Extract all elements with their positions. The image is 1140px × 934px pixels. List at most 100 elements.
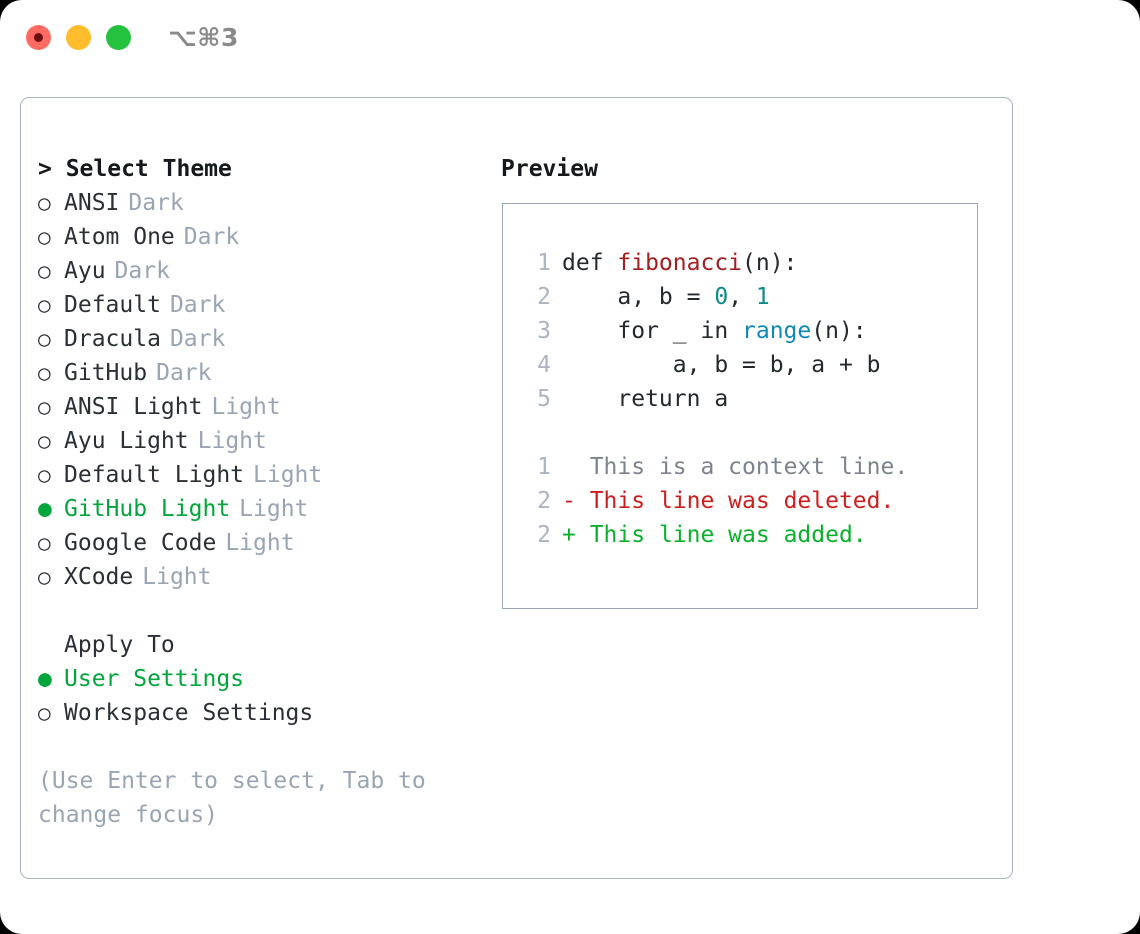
theme-option-tag: Dark xyxy=(156,360,212,386)
theme-option-tag: Light xyxy=(142,564,212,590)
code-token: for _ in xyxy=(562,318,743,344)
theme-option-tag: Dark xyxy=(169,292,226,318)
keyboard-hint-text: (Use Enter to select, Tab to change focu… xyxy=(38,768,440,828)
radio-unselected-icon: ○ xyxy=(38,293,51,317)
code-line-text: def fibonacci(n): xyxy=(551,246,797,280)
code-line: 5 return a xyxy=(521,382,969,416)
theme-option-default[interactable]: ○ Default Dark xyxy=(38,288,488,322)
code-line: 2 a, b = 0, 1 xyxy=(521,280,969,314)
keyboard-shortcut-label: ⌥⌘3 xyxy=(168,23,239,52)
preview-header: Preview xyxy=(501,156,598,182)
theme-option-ayu[interactable]: ○ Ayu Dark xyxy=(38,254,488,288)
theme-option-label: Atom One xyxy=(64,224,175,250)
maximize-button[interactable] xyxy=(106,25,131,50)
diff-body: This line was added. xyxy=(589,522,867,548)
code-token: (n): xyxy=(742,250,798,276)
code-line-text: a, b = 0, 1 xyxy=(551,280,770,314)
theme-option-tag: Light xyxy=(197,428,267,454)
code-line: 3 for _ in range(n): xyxy=(521,314,969,348)
theme-option-tag: Light xyxy=(253,462,323,488)
code-line-text: return a xyxy=(551,382,728,416)
radio-selected-icon: ● xyxy=(38,496,52,522)
apply-to-option-workspace-settings[interactable]: ○ Workspace Settings xyxy=(38,696,488,730)
code-token: , xyxy=(728,284,756,310)
theme-option-label: ANSI Light xyxy=(64,394,203,420)
radio-unselected-icon: ○ xyxy=(38,259,51,283)
theme-option-label: Google Code xyxy=(64,530,217,556)
window-controls xyxy=(26,25,131,50)
list-spacer xyxy=(38,594,488,628)
theme-option-label: Ayu Light xyxy=(64,428,189,454)
code-token: return a xyxy=(562,386,729,412)
apply-to-option-label: Workspace Settings xyxy=(64,700,314,726)
radio-unselected-icon: ○ xyxy=(38,327,51,351)
diff-line: 2- This line was deleted. xyxy=(521,484,969,518)
line-number: 2 xyxy=(537,284,551,310)
theme-option-label: XCode xyxy=(64,564,134,590)
diff-body: This line was deleted. xyxy=(589,488,895,514)
theme-option-dracula[interactable]: ○ Dracula Dark xyxy=(38,322,488,356)
theme-option-label: GitHub Light xyxy=(64,496,231,522)
theme-option-ayu-light[interactable]: ○ Ayu Light Light xyxy=(38,424,488,458)
code-token: a, b = xyxy=(562,284,715,310)
theme-option-label: Ayu xyxy=(64,258,106,284)
code-line: 4 a, b = b, a + b xyxy=(521,348,969,382)
minimize-button[interactable] xyxy=(66,25,91,50)
theme-option-label: GitHub xyxy=(64,360,148,386)
radio-unselected-icon: ○ xyxy=(38,463,51,487)
radio-unselected-icon: ○ xyxy=(38,225,51,249)
code-diff-separator xyxy=(521,416,969,450)
radio-unselected-icon: ○ xyxy=(38,531,51,555)
diff-line-text: - This line was deleted. xyxy=(551,484,894,518)
diff-line-text: This is a context line. xyxy=(551,450,909,484)
radio-unselected-icon: ○ xyxy=(38,361,51,385)
code-token: fibonacci xyxy=(617,250,743,276)
theme-list-header: > Select Theme xyxy=(38,156,232,182)
theme-option-tag: Dark xyxy=(114,258,170,284)
apply-to-option-user-settings[interactable]: ●User Settings xyxy=(38,662,488,696)
apply-to-option-list[interactable]: ●User Settings ○ Workspace Settings xyxy=(38,662,488,730)
hint-spacer xyxy=(38,730,488,764)
theme-option-google-code[interactable]: ○ Google Code Light xyxy=(38,526,488,560)
line-number: 2 xyxy=(537,488,551,514)
code-line-text: for _ in range(n): xyxy=(551,314,867,348)
theme-option-label: Default Light xyxy=(64,462,245,488)
diff-line-text: + This line was added. xyxy=(551,518,867,552)
radio-unselected-icon: ○ xyxy=(38,701,51,725)
theme-option-tag: Dark xyxy=(128,190,184,216)
code-token: range xyxy=(742,318,812,344)
code-token: 1 xyxy=(755,284,770,310)
code-line-text: a, b = b, a + b xyxy=(551,348,881,382)
apply-to-option-label: User Settings xyxy=(64,666,245,692)
diff-line: 2+ This line was added. xyxy=(521,518,969,552)
code-token: (n): xyxy=(811,318,867,344)
theme-option-github[interactable]: ○ GitHub Dark xyxy=(38,356,488,390)
line-number: 1 xyxy=(537,250,551,276)
radio-unselected-icon: ○ xyxy=(38,395,51,419)
theme-option-label: Default xyxy=(64,292,161,318)
theme-option-label: Dracula xyxy=(64,326,161,352)
theme-option-tag: Light xyxy=(239,496,309,522)
line-number: 4 xyxy=(537,352,551,378)
diff-marker xyxy=(562,454,590,480)
theme-option-tag: Dark xyxy=(169,326,226,352)
code-token: def xyxy=(562,250,618,276)
diff-block: 1 This is a context line.2- This line wa… xyxy=(521,450,969,552)
theme-option-github-light[interactable]: ● GitHub Light Light xyxy=(38,492,488,526)
diff-line: 1 This is a context line. xyxy=(521,450,969,484)
theme-option-default-light[interactable]: ○ Default Light Light xyxy=(38,458,488,492)
radio-unselected-icon: ○ xyxy=(38,429,51,453)
close-button[interactable] xyxy=(26,25,51,50)
theme-option-tag: Light xyxy=(225,530,295,556)
